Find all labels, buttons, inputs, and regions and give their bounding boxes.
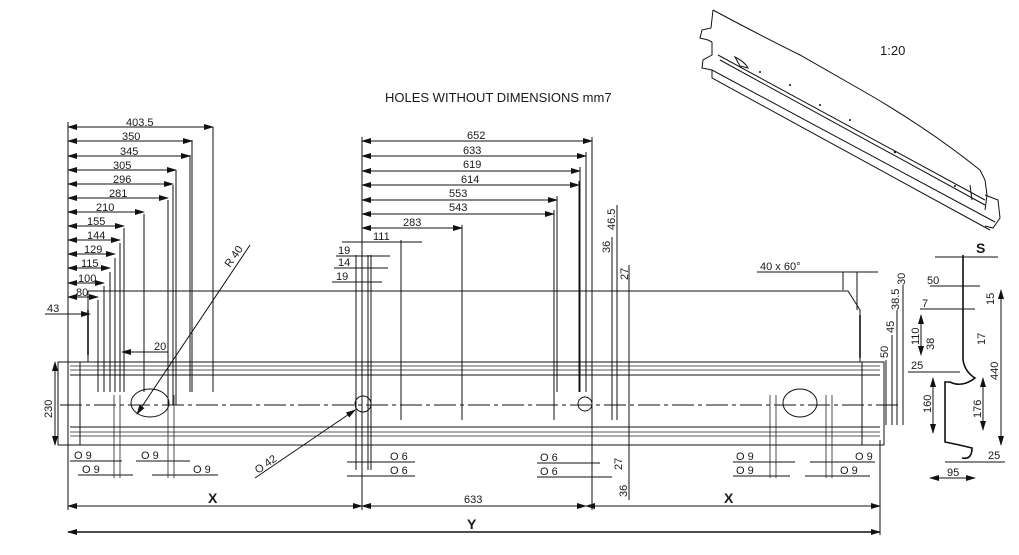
isometric-view: [699, 9, 1001, 231]
hole-label-right-3: O 9: [855, 451, 873, 463]
chamfer-label: 40 x 60°: [760, 261, 800, 273]
dim-45-right: 45: [885, 321, 897, 333]
dim-633-bottom: 633: [464, 494, 482, 506]
dim-553: 553: [449, 188, 467, 200]
hole-label-center-3: O 6: [540, 452, 558, 464]
dim-283: 283: [403, 217, 421, 229]
dim-20: 20: [154, 341, 166, 353]
center-extension-lines: [355, 137, 630, 510]
section-dim-17: 17: [976, 333, 988, 345]
section-dim-440: 440: [989, 362, 1001, 380]
dim-36: 36: [601, 241, 613, 253]
section-dim-25-top: 25: [911, 360, 923, 372]
section-dim-176: 176: [972, 400, 984, 418]
dim-345: 345: [120, 146, 138, 158]
section-dim-95: 95: [947, 467, 959, 479]
hole-label-center-2: O 6: [390, 465, 408, 477]
dim-36-low: 36: [618, 485, 630, 497]
dim-x-left: X: [208, 490, 218, 506]
hole-label-right-2: O 9: [736, 465, 754, 477]
hole-label-center-4: O 6: [540, 466, 558, 478]
dim-129: 129: [84, 244, 102, 256]
dim-144: 144: [87, 230, 105, 242]
dim-619: 619: [463, 159, 481, 171]
dim-543: 543: [449, 202, 467, 214]
hole-label-right-4: O 9: [840, 465, 858, 477]
hole-label-left-1: O 9: [74, 450, 92, 462]
dim-652: 652: [467, 130, 485, 142]
dim-30-right: 30: [896, 273, 908, 285]
right-annotations: 40 x 60° 50 45 38.5 30: [757, 261, 908, 425]
dim-19-b: 19: [336, 271, 348, 283]
section-dim-160: 160: [922, 395, 934, 413]
dim-210: 210: [96, 202, 114, 214]
section-label-s: S: [976, 240, 985, 256]
hole-label-center-1: O 6: [390, 451, 408, 463]
left-extension-lines: [67, 122, 214, 510]
dim-x-right: X: [724, 490, 734, 506]
front-view: [57, 290, 900, 446]
dim-27-low: 27: [613, 458, 625, 470]
dim-27: 27: [619, 268, 631, 280]
section-view: S 50 7 15 110 38 17 25 440 160 176 25 95: [908, 240, 1005, 481]
hole-label-left-4: O 9: [193, 464, 211, 476]
dim-115: 115: [81, 258, 99, 270]
dim-y-total: Y: [467, 516, 477, 532]
dim-614: 614: [461, 174, 479, 186]
hole-callouts: O 9 O 9 O 9 O 9 O 6 O 6 O 6 O 6 O 9 O 9 …: [70, 395, 875, 478]
hole-label-right-1: O 9: [736, 451, 754, 463]
section-dim-50: 50: [927, 275, 939, 287]
dim-80: 80: [76, 287, 88, 299]
dim-43: 43: [47, 303, 59, 315]
dim-155: 155: [87, 216, 105, 228]
dim-296: 296: [113, 174, 131, 186]
section-dim-110: 110: [910, 327, 922, 345]
dim-305: 305: [113, 160, 131, 172]
dim-46-5: 46.5: [606, 209, 618, 230]
dim-19-a: 19: [338, 245, 350, 257]
scale-label: 1:20: [880, 43, 905, 58]
drawing-title: HOLES WITHOUT DIMENSIONS mm7: [385, 90, 612, 105]
hole-label-left-3: O 9: [141, 450, 159, 462]
left-dimensions: 403.5 350 345 305 296 281 210 155 144 12…: [43, 117, 251, 446]
center-dimensions: 652 633 619 614 553 543 283 111 19 14 19…: [253, 130, 631, 497]
dim-403-5: 403.5: [126, 117, 154, 129]
dim-633: 633: [463, 145, 481, 157]
bottom-dimensions: X 633 X Y: [67, 440, 881, 535]
dim-100: 100: [78, 273, 96, 285]
dim-50-right: 50: [879, 346, 891, 358]
dim-230: 230: [43, 400, 55, 418]
section-dim-25-bottom: 25: [988, 450, 1000, 462]
dim-14: 14: [338, 257, 350, 269]
hole-diameter-42: O 42: [253, 453, 279, 477]
section-dim-15: 15: [985, 293, 997, 305]
dim-281: 281: [109, 188, 127, 200]
dim-350: 350: [122, 131, 140, 143]
section-dim-38: 38: [925, 338, 937, 350]
dim-111: 111: [373, 231, 390, 243]
section-dim-7: 7: [922, 298, 928, 310]
hole-label-left-2: O 9: [82, 464, 100, 476]
dim-38-5-right: 38.5: [890, 289, 902, 310]
